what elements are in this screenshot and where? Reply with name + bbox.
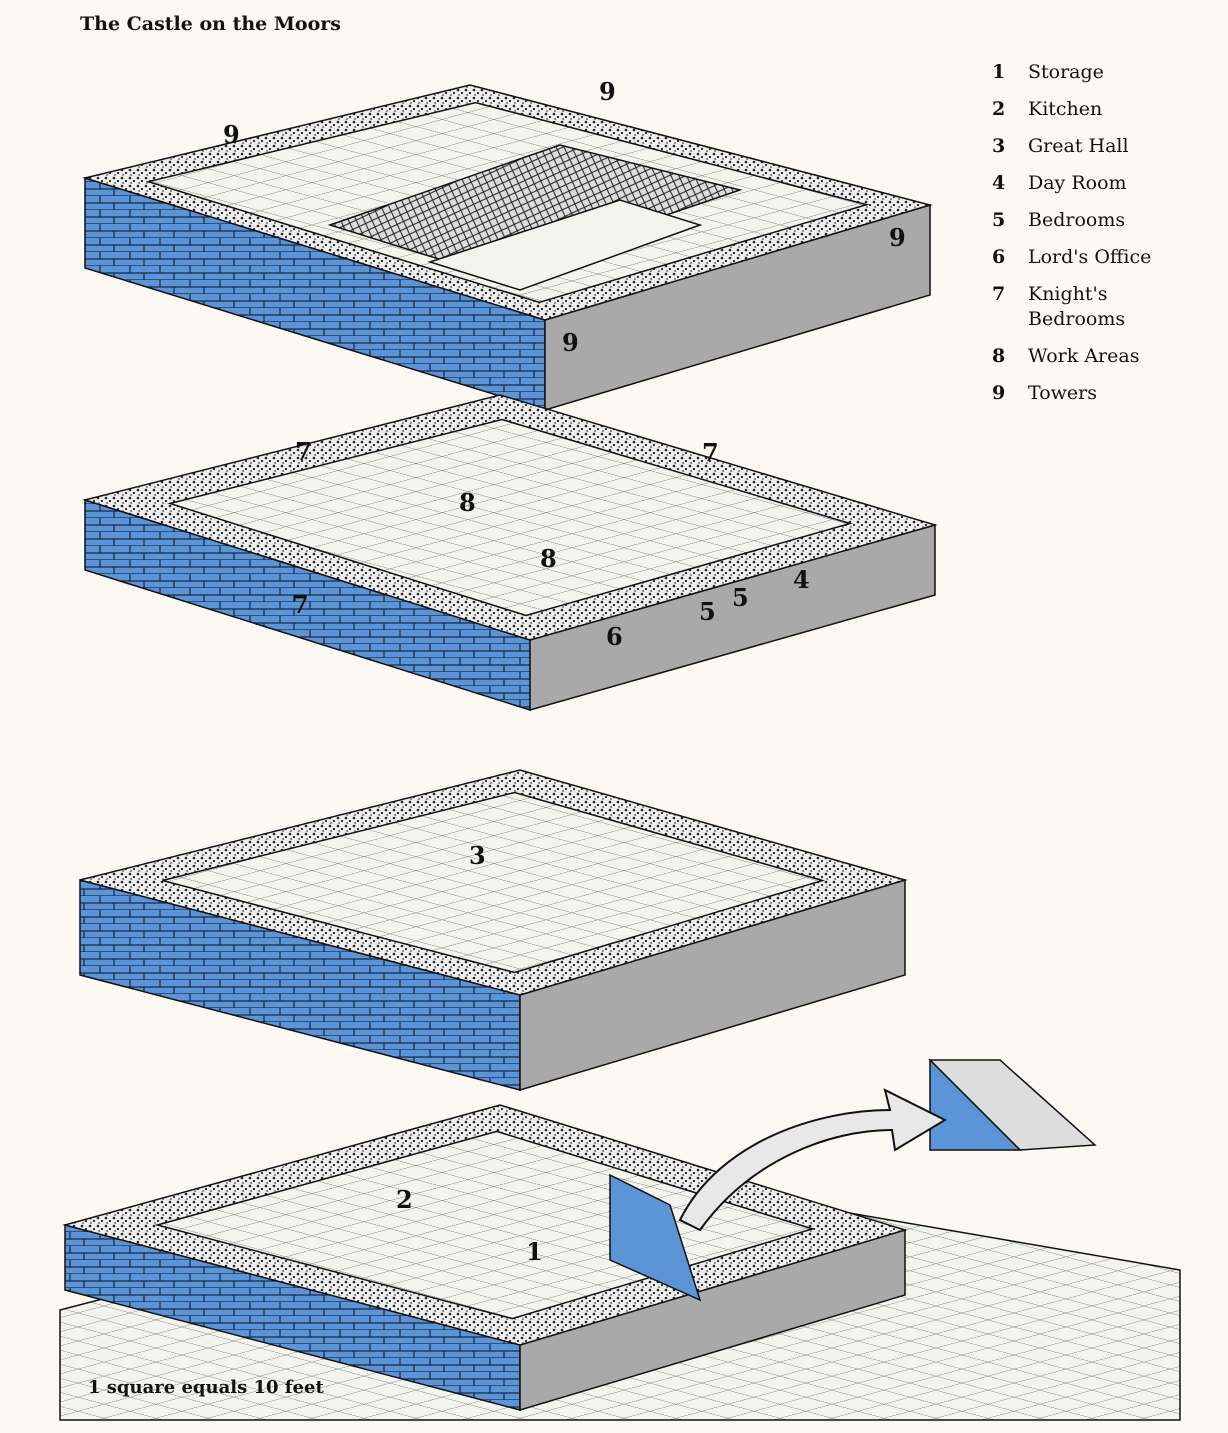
legend-label: Great Hall xyxy=(1028,135,1129,157)
legend-item: 1 Storage xyxy=(992,60,1198,85)
legend-item: 2 Kitchen xyxy=(992,97,1198,122)
bedroom-label: 5 xyxy=(732,583,749,612)
legend-label: Storage xyxy=(1028,61,1104,83)
great-hall-label: 3 xyxy=(469,841,486,870)
legend-number: 5 xyxy=(992,209,1006,231)
tower-label: 9 xyxy=(599,77,616,106)
storage-label: 1 xyxy=(526,1237,543,1266)
legend-number: 8 xyxy=(992,345,1006,367)
bedroom-label: 5 xyxy=(699,597,716,626)
stair-connection-arrow-icon xyxy=(678,1088,948,1232)
tower-label: 9 xyxy=(223,120,240,149)
legend-item: 7 Knight's Bedrooms xyxy=(992,282,1198,332)
legend-item: 9 Towers xyxy=(992,381,1198,406)
interior-stair-wall xyxy=(609,1173,702,1302)
knights-bedroom-label: 7 xyxy=(295,437,312,466)
scale-note: 1 square equals 10 feet xyxy=(88,1377,324,1398)
legend-label: Lord's Office xyxy=(1028,246,1152,268)
tower-label: 9 xyxy=(889,223,906,252)
knights-bedroom-label: 7 xyxy=(702,438,719,467)
lords-office-label: 6 xyxy=(606,622,623,651)
kitchen-label: 2 xyxy=(396,1185,413,1214)
legend-label: Work Areas xyxy=(1028,345,1140,367)
legend-number: 6 xyxy=(992,246,1006,268)
legend-number: 7 xyxy=(992,283,1006,305)
roof-tiles xyxy=(327,144,743,276)
legend-item: 8 Work Areas xyxy=(992,344,1198,369)
knights-bedroom-label: 7 xyxy=(292,590,309,619)
legend-item: 3 Great Hall xyxy=(992,134,1198,159)
legend-item: 6 Lord's Office xyxy=(992,245,1198,270)
stair-wall xyxy=(929,1058,1022,1151)
day-room-label: 4 xyxy=(793,565,810,594)
legend-number: 1 xyxy=(992,61,1006,83)
legend-label: Towers xyxy=(1028,382,1097,404)
courtyard-gap xyxy=(427,199,703,291)
room-number-labels: 9 9 9 9 7 7 8 8 7 4 5 5 6 3 2 1 xyxy=(223,77,906,1266)
upper-level-floor xyxy=(167,418,853,617)
legend-label: Kitchen xyxy=(1028,98,1103,120)
map-title: The Castle on the Moors xyxy=(80,13,341,35)
legend-label: Knight's Bedrooms xyxy=(1028,283,1126,330)
legend-number: 9 xyxy=(992,382,1006,404)
legend-label: Bedrooms xyxy=(1028,209,1126,231)
tower-label: 9 xyxy=(562,328,579,357)
work-area-label: 8 xyxy=(459,488,476,517)
legend-item: 5 Bedrooms xyxy=(992,208,1198,233)
legend-number: 3 xyxy=(992,135,1006,157)
legend-number: 2 xyxy=(992,98,1006,120)
castle-levels xyxy=(59,84,1181,1421)
legend-label: Day Room xyxy=(1028,172,1127,194)
legend-item: 4 Day Room xyxy=(992,171,1198,196)
middle-level-floor xyxy=(162,791,826,974)
work-area-label: 8 xyxy=(540,544,557,573)
legend-number: 4 xyxy=(992,172,1006,194)
